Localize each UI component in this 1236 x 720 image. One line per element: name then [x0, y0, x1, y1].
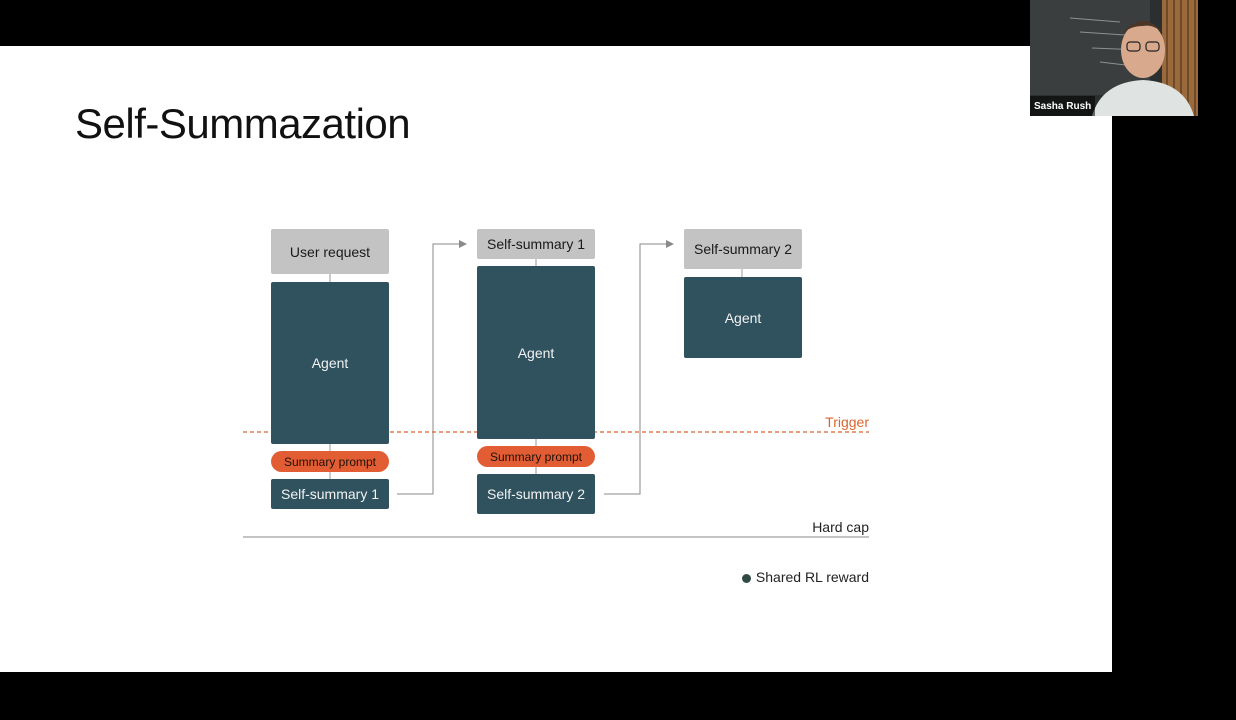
participant-video-tile[interactable]: Sasha Rush: [1030, 0, 1198, 116]
legend: Shared RL reward: [742, 569, 869, 585]
hard-cap-label: Hard cap: [812, 519, 869, 535]
connector-arrow: [604, 244, 673, 494]
self-summary-input-box: Self-summary 1: [477, 229, 595, 259]
user-request-box: User request: [271, 229, 389, 274]
legend-dot-icon: [742, 574, 751, 583]
summary-prompt-pill: Summary prompt: [271, 451, 389, 472]
agent-box: Agent: [477, 266, 595, 439]
trigger-label: Trigger: [825, 414, 869, 430]
agent-box: Agent: [271, 282, 389, 444]
self-summary-output-box: Self-summary 1: [271, 479, 389, 509]
participant-name: Sasha Rush: [1030, 96, 1095, 116]
self-summary-input-box: Self-summary 2: [684, 229, 802, 269]
self-summary-output-box: Self-summary 2: [477, 474, 595, 514]
legend-label: Shared RL reward: [756, 569, 869, 585]
connector-arrow: [397, 244, 466, 494]
summary-prompt-pill: Summary prompt: [477, 446, 595, 467]
agent-box: Agent: [684, 277, 802, 358]
